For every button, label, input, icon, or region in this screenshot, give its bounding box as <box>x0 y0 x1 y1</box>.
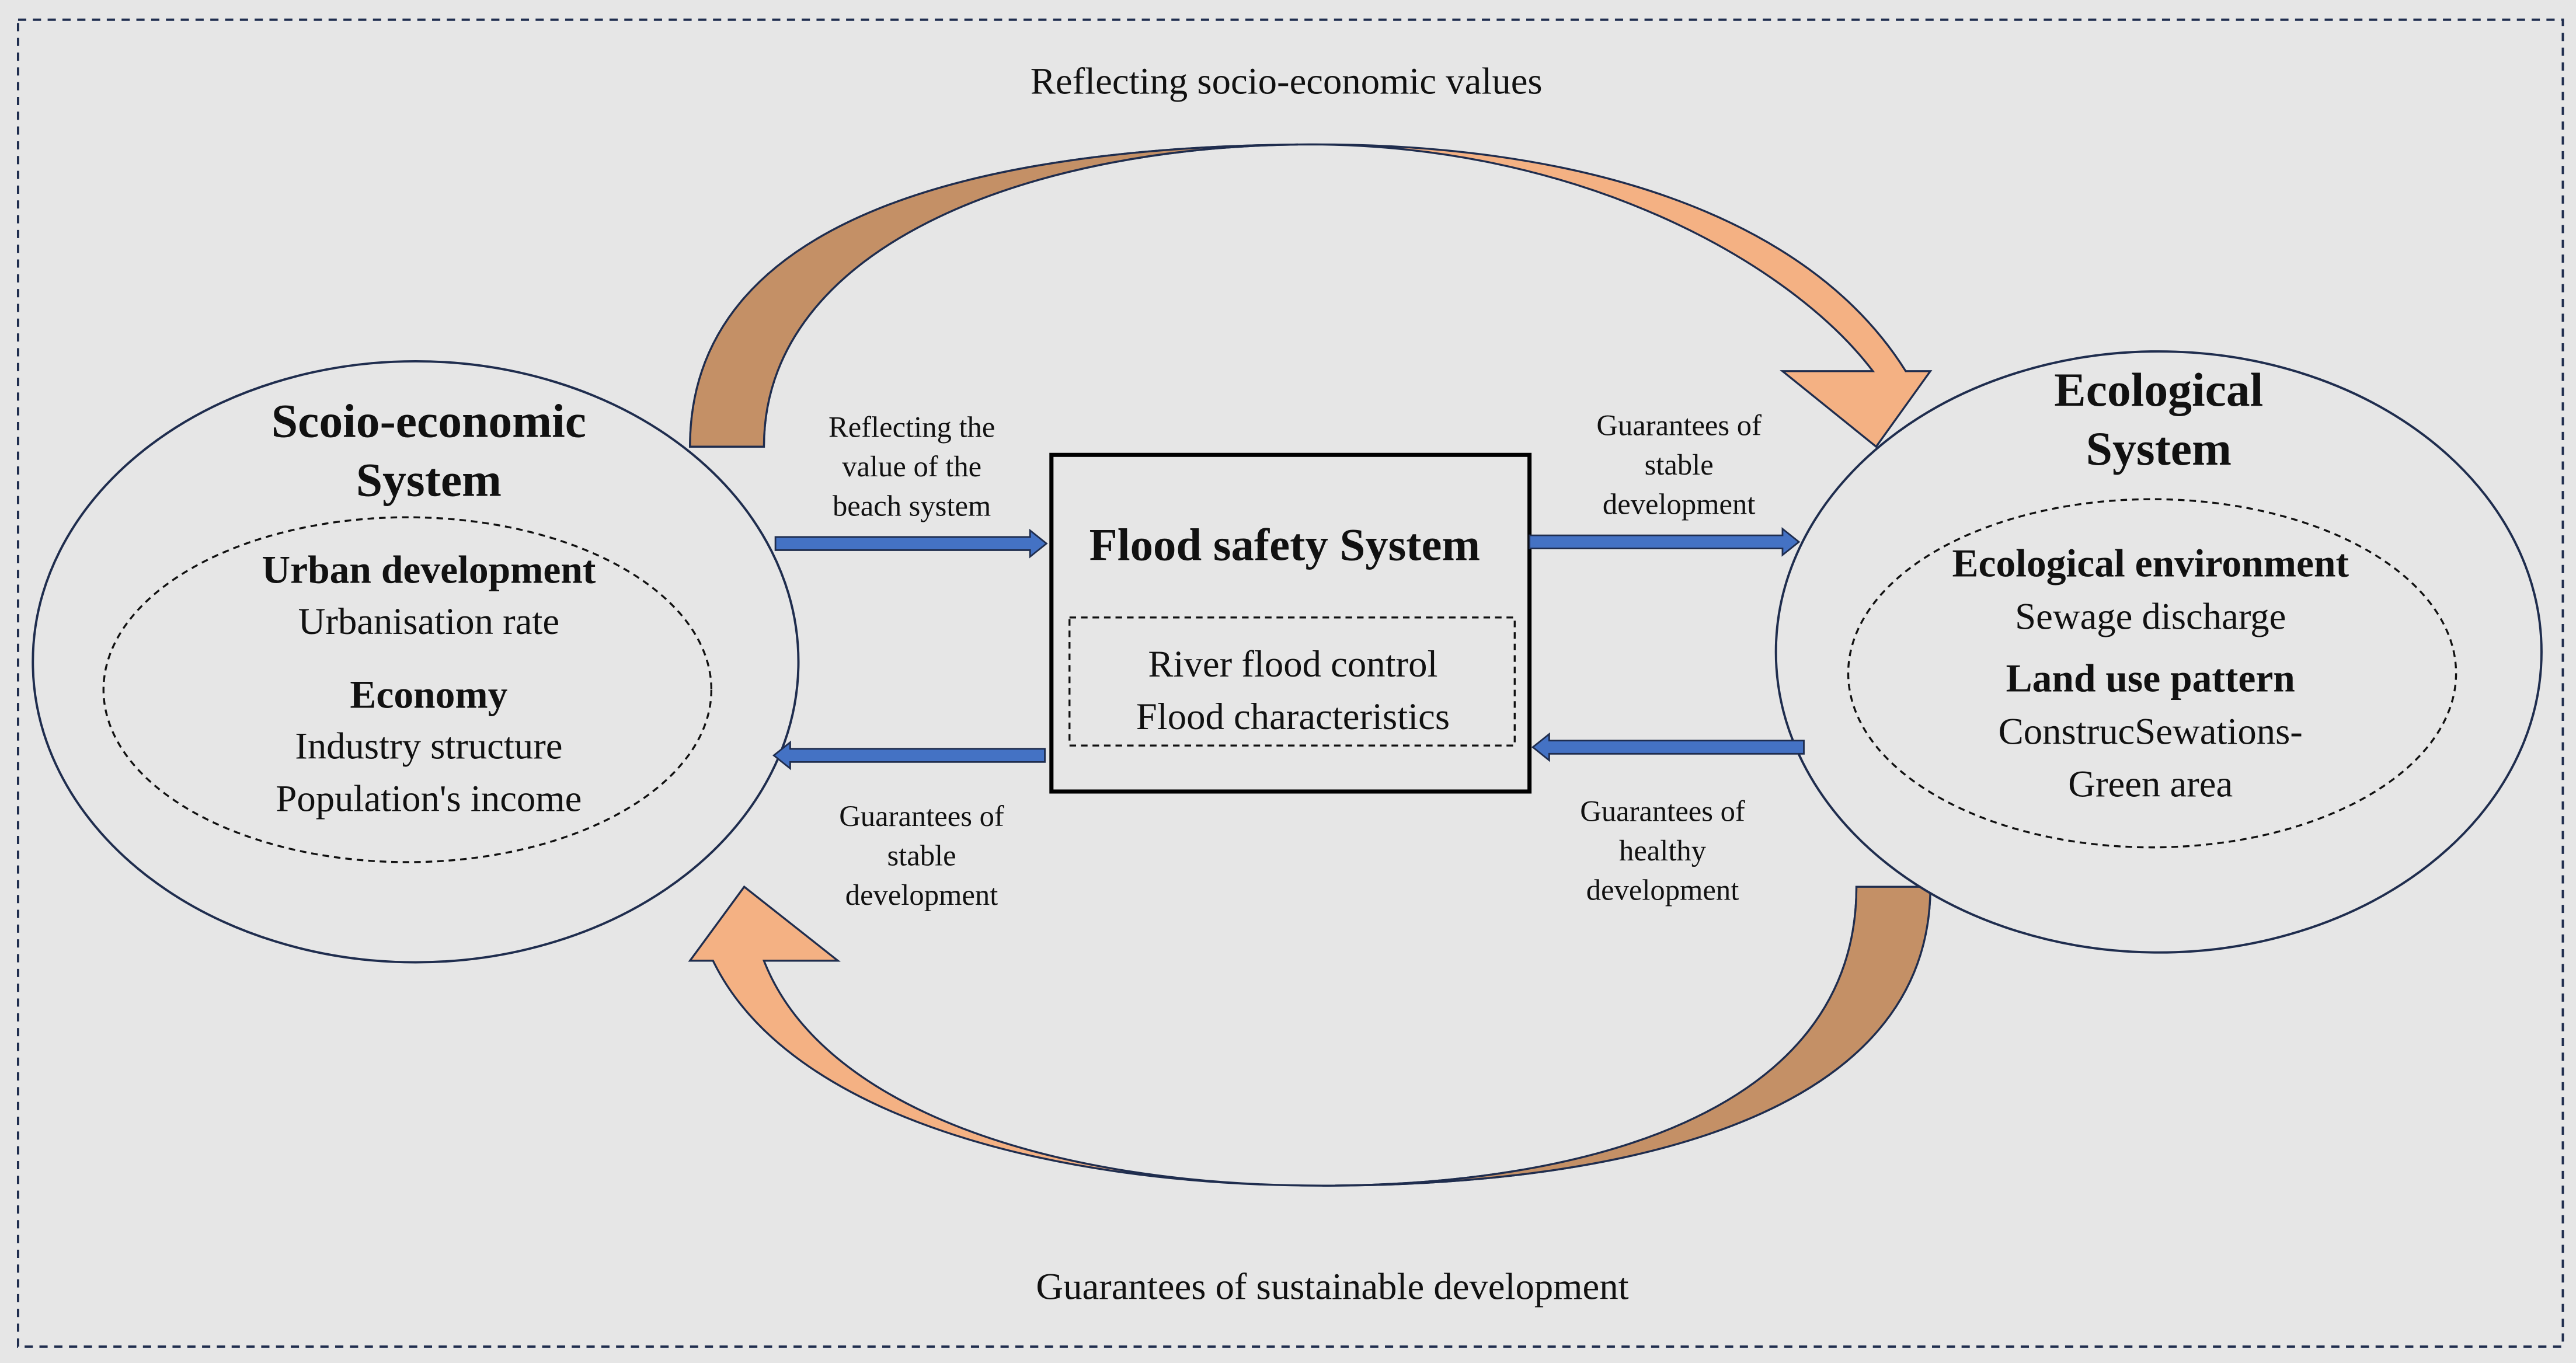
land-use-heading: Land use pattern <box>2006 656 2295 700</box>
arrow-flood-to-socio <box>772 740 1046 771</box>
label-flood-to-eco-3: development <box>1603 488 1756 521</box>
label-eco-to-flood-1: Guarantees of <box>1580 795 1745 828</box>
outer-dashed-frame <box>16 18 2564 1348</box>
label-eco-to-flood-3: development <box>1586 874 1739 907</box>
land-use-item-1: ConstrucSewations- <box>1999 710 2303 752</box>
eco-env-heading: Ecological environment <box>1952 541 2349 585</box>
urban-item: Urbanisation rate <box>298 600 559 642</box>
ecological-ellipse <box>1774 350 2543 954</box>
label-flood-to-eco-2: stable <box>1645 448 1714 481</box>
arrow-flood-to-eco <box>1529 527 1801 557</box>
eco-title-line2: System <box>2086 422 2232 475</box>
urban-heading: Urban development <box>262 548 596 592</box>
label-socio-to-flood-2: value of the <box>842 450 981 483</box>
land-use-item-2: Green area <box>2068 762 2233 804</box>
arrow-eco-to-flood <box>1531 732 1805 762</box>
bottom-label: Guarantees of sustainable development <box>1036 1265 1628 1307</box>
label-flood-to-socio-3: development <box>845 879 998 911</box>
flood-title: Flood safety System <box>1089 520 1480 570</box>
socio-title-line2: System <box>356 454 502 507</box>
economy-item-2: Population's income <box>276 778 582 820</box>
ecological-inner-dashed <box>1847 498 2457 849</box>
label-socio-to-flood-1: Reflecting the <box>829 410 995 443</box>
label-socio-to-flood-3: beach system <box>833 489 991 522</box>
label-flood-to-socio-2: stable <box>887 839 956 872</box>
top-curved-arrow <box>689 143 1933 448</box>
label-flood-to-eco-1: Guarantees of <box>1596 409 1762 442</box>
socio-title-line1: Scoio-economic <box>271 394 586 447</box>
economy-item-1: Industry structure <box>295 725 562 767</box>
eco-env-item: Sewage discharge <box>2015 595 2286 637</box>
top-label: Reflecting socio-economic values <box>1031 60 1543 102</box>
economy-heading: Economy <box>350 673 507 717</box>
eco-title-line1: Ecological <box>2054 363 2263 416</box>
flood-item-2: Flood characteristics <box>1136 695 1450 737</box>
label-flood-to-socio-1: Guarantees of <box>839 800 1004 832</box>
socio-economic-ellipse <box>32 360 800 964</box>
bottom-curved-arrow <box>688 885 1931 1187</box>
flood-item-1: River flood control <box>1148 643 1437 685</box>
arrow-socio-to-flood <box>774 528 1048 559</box>
flood-safety-box <box>1049 452 1532 794</box>
flood-inner-dashed-box <box>1068 616 1516 747</box>
label-eco-to-flood-2: healthy <box>1619 834 1707 867</box>
socio-economic-inner-dashed <box>102 516 713 863</box>
